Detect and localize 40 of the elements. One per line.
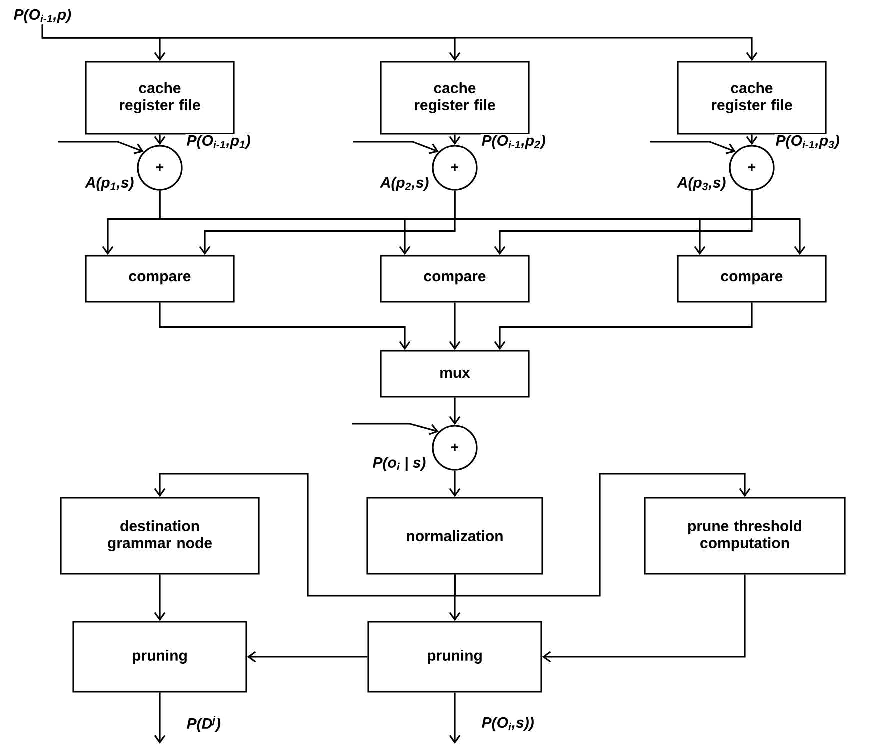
arrow: [154, 574, 166, 622]
arrow: [449, 302, 461, 350]
arrow: [454, 473, 751, 597]
edge-label: A(p$_{3}$,s): [676, 176, 728, 192]
arrow: [159, 190, 806, 256]
arrow: [247, 651, 368, 663]
arrow: [449, 398, 461, 426]
compare-box: compare: [85, 255, 235, 303]
arrow: [58, 141, 144, 154]
edge-label: P(o$_{i}$ | s): [372, 456, 428, 472]
process-box: prune threshold computation: [644, 497, 846, 575]
arrow: [542, 574, 746, 663]
arrow: [353, 141, 439, 154]
mux-box: mux: [380, 350, 530, 398]
compare-box: compare: [677, 255, 827, 303]
input-label: P(O$_{i-1}$,p): [14, 9, 72, 23]
process-box: destination grammar node: [60, 497, 260, 575]
arrow: [159, 302, 411, 350]
arrow: [449, 692, 461, 744]
edge-label: P(D$^{j}$): [186, 715, 222, 733]
arrow: [449, 470, 461, 498]
arrow: [650, 141, 736, 154]
edge-label: P(O$_{i-1}$,p$_{1}$): [186, 134, 252, 150]
arrow: [494, 302, 753, 350]
arrow: [154, 473, 456, 597]
arrow: [154, 692, 166, 744]
edge-label: P(O$_{i-1}$,p$_{3}$): [774, 134, 841, 150]
arrow: [352, 423, 439, 436]
edge-label: P(O$_{i}$,s)): [480, 716, 536, 732]
process-box: normalization: [366, 497, 544, 575]
compare-box: compare: [380, 255, 530, 303]
edge-label: A(p$_{1}$,s): [84, 176, 136, 192]
arrow: [449, 574, 461, 622]
arrow: [42, 24, 758, 62]
arrow: [399, 190, 456, 256]
pruning-box: pruning: [72, 621, 248, 693]
pruning-box: pruning: [368, 621, 542, 693]
edge-label: P(O$_{i-1}$,p$_{2}$): [480, 134, 547, 150]
edge-label: A(p$_{2}$,s): [379, 176, 430, 192]
arrow: [694, 190, 753, 256]
